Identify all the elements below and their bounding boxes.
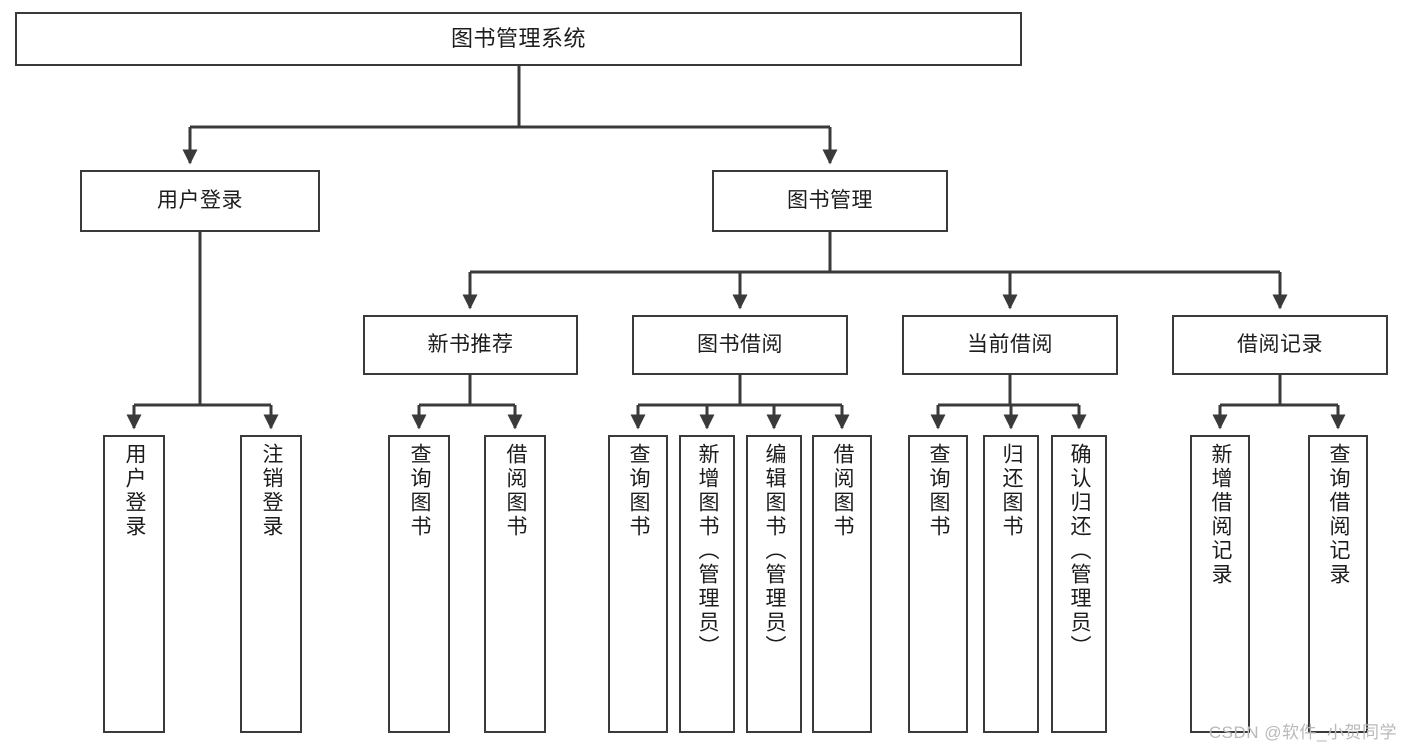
node-leaf-edit-book-label: 编辑图书（管理员）: [763, 443, 787, 659]
node-leaf-confirm-return-label: 确认归还（管理员）: [1068, 443, 1092, 659]
node-leaf-borrow-book-rec[interactable]: 借阅图书: [484, 435, 546, 733]
node-leaf-query-book-rec[interactable]: 查询图书: [388, 435, 450, 733]
node-leaf-user-login-label: 用户登录: [123, 443, 147, 539]
node-leaf-borrow-book[interactable]: 借阅图书: [812, 435, 872, 733]
node-leaf-add-record[interactable]: 新增借阅记录: [1190, 435, 1250, 733]
node-leaf-query-record-label: 查询借阅记录: [1327, 443, 1351, 587]
node-leaf-borrow-book-label: 借阅图书: [831, 443, 855, 539]
node-user-login[interactable]: 用户登录: [80, 170, 320, 232]
node-leaf-query-book-rec-label: 查询图书: [408, 443, 432, 539]
node-leaf-user-logout-label: 注销登录: [260, 443, 284, 539]
node-root[interactable]: 图书管理系统: [15, 12, 1022, 66]
node-leaf-confirm-return[interactable]: 确认归还（管理员）: [1051, 435, 1107, 733]
csdn-watermark: CSDN @软件_小贺同学: [1208, 723, 1397, 742]
node-user-login-label: 用户登录: [157, 189, 243, 213]
node-leaf-query-book-cur[interactable]: 查询图书: [908, 435, 968, 733]
node-borrow-record[interactable]: 借阅记录: [1172, 315, 1388, 375]
node-leaf-query-book-label: 查询图书: [627, 443, 651, 539]
node-leaf-return-book[interactable]: 归还图书: [983, 435, 1039, 733]
node-leaf-add-book[interactable]: 新增图书（管理员）: [679, 435, 735, 733]
node-leaf-add-record-label: 新增借阅记录: [1209, 443, 1233, 587]
node-current-borrow[interactable]: 当前借阅: [902, 315, 1118, 375]
node-book-borrow[interactable]: 图书借阅: [632, 315, 848, 375]
node-leaf-user-logout[interactable]: 注销登录: [240, 435, 302, 733]
node-leaf-query-book[interactable]: 查询图书: [608, 435, 668, 733]
node-leaf-borrow-book-rec-label: 借阅图书: [504, 443, 528, 539]
node-book-manage-label: 图书管理: [787, 189, 873, 213]
node-leaf-return-book-label: 归还图书: [1000, 443, 1024, 539]
node-borrow-record-label: 借阅记录: [1237, 333, 1323, 357]
node-current-borrow-label: 当前借阅: [967, 333, 1053, 357]
node-leaf-add-book-label: 新增图书（管理员）: [696, 443, 720, 659]
node-new-book-rec-label: 新书推荐: [427, 333, 514, 357]
node-leaf-query-record[interactable]: 查询借阅记录: [1308, 435, 1368, 733]
node-book-borrow-label: 图书借阅: [697, 333, 783, 357]
node-leaf-query-book-cur-label: 查询图书: [927, 443, 951, 539]
node-book-manage[interactable]: 图书管理: [712, 170, 948, 232]
node-leaf-user-login[interactable]: 用户登录: [103, 435, 165, 733]
node-leaf-edit-book[interactable]: 编辑图书（管理员）: [746, 435, 802, 733]
node-new-book-rec[interactable]: 新书推荐: [363, 315, 578, 375]
node-root-label: 图书管理系统: [450, 25, 586, 51]
